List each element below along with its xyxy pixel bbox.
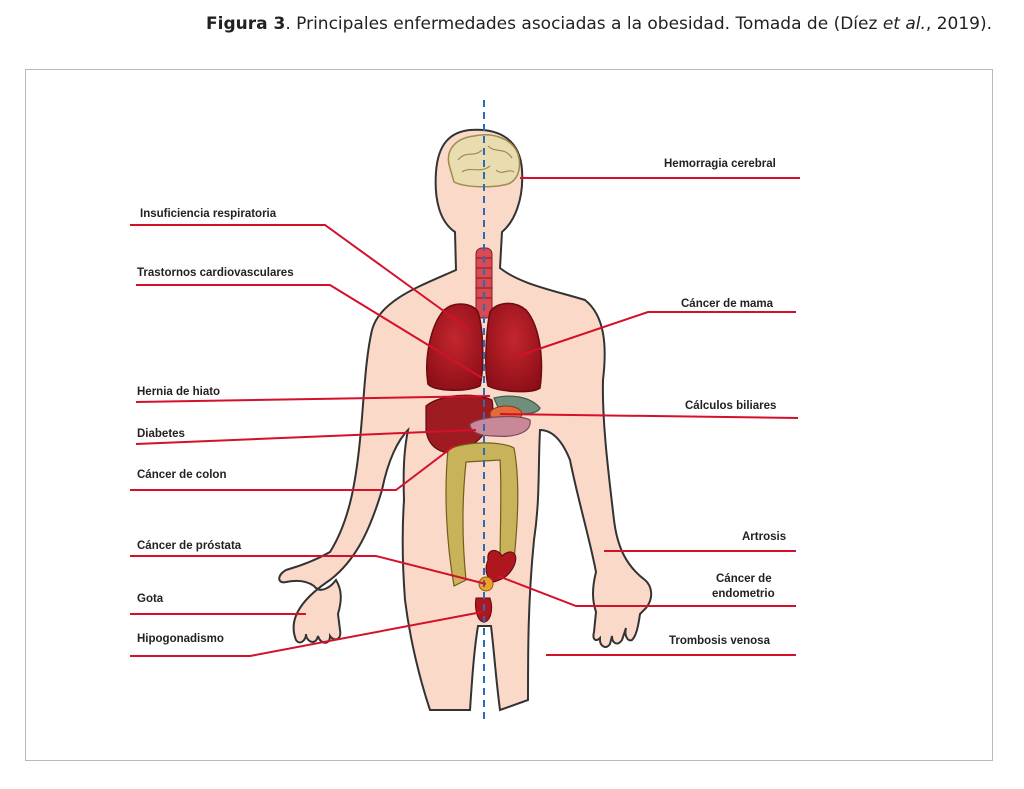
label-prostata: Cáncer de próstata — [137, 540, 242, 552]
label-hemorragia: Hemorragia cerebral — [664, 158, 776, 170]
leader-colon — [130, 445, 455, 491]
label-gota: Gota — [137, 593, 164, 605]
colon-icon — [445, 442, 519, 587]
label-endometrio-1: Cáncer de — [716, 573, 772, 585]
leader-hipogonadismo — [130, 611, 483, 657]
label-calculos: Cálculos biliares — [685, 400, 776, 412]
caption-text-2: , 2019). — [925, 14, 992, 34]
left-lung-icon — [426, 303, 484, 391]
label-cardio: Trastornos cardiovasculares — [137, 267, 294, 279]
leader-prostata — [130, 555, 487, 585]
label-mama: Cáncer de mama — [681, 298, 774, 310]
label-insuficiencia: Insuficiencia respiratoria — [140, 208, 277, 220]
caption-etal: et al. — [882, 14, 926, 34]
label-artrosis: Artrosis — [742, 531, 786, 543]
label-trombosis: Trombosis venosa — [669, 635, 771, 647]
label-colon: Cáncer de colon — [137, 469, 226, 481]
figure-frame — [25, 69, 993, 761]
leader-calculos — [499, 413, 799, 419]
leader-diabetes — [135, 429, 477, 445]
pancreas-icon — [469, 415, 531, 437]
leader-lines — [130, 177, 800, 657]
leader-mama — [517, 311, 796, 357]
figure-number: Figura 3 — [206, 14, 286, 34]
leader-insuficiencia — [130, 224, 471, 331]
leader-hernia — [135, 395, 491, 403]
caption-text-1: . Principales enfermedades asociadas a l… — [285, 14, 883, 34]
label-hernia: Hernia de hiato — [137, 386, 220, 398]
right-lung-icon — [485, 302, 543, 393]
figure-caption: Figura 3. Principales enfermedades asoci… — [206, 14, 992, 34]
label-hipogonadismo: Hipogonadismo — [137, 633, 224, 645]
label-diabetes: Diabetes — [137, 428, 185, 440]
leader-endometrio — [497, 575, 796, 607]
label-endometrio-2: endometrio — [712, 588, 775, 600]
leader-cardio — [136, 284, 483, 379]
